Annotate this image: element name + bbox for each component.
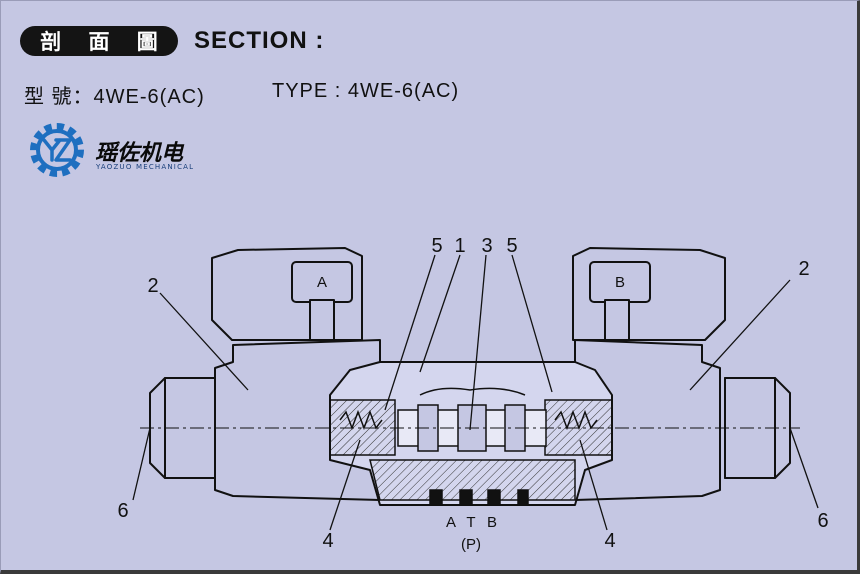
callout-2-right: 2 — [798, 258, 809, 280]
model-label-en: TYPE : 4WE-6(AC) — [272, 80, 460, 102]
brand-subtitle: YAOZUO MECHANICAL — [96, 163, 195, 171]
brand-name: 瑶佐机电 — [95, 141, 184, 166]
callout-1: 1 — [454, 235, 465, 257]
port-b: B — [487, 514, 497, 531]
callout-4-left: 4 — [322, 530, 333, 552]
callout-2-left: 2 — [147, 275, 158, 297]
callout-6-left: 6 — [117, 500, 128, 522]
section-badge-label: 剖 面 圖 — [40, 30, 168, 54]
model-label-cn: 型 號：4WE-6(AC) — [24, 86, 205, 108]
callout-5-left: 5 — [431, 235, 442, 257]
coil-label-a: A — [317, 274, 327, 291]
coil-label-b: B — [615, 274, 625, 291]
callout-4-right: 4 — [604, 530, 615, 552]
gear-yz-logo-icon — [30, 123, 84, 177]
callout-5-right: 5 — [506, 235, 517, 257]
port-a: A — [446, 514, 456, 531]
section-title: SECTION : — [194, 27, 325, 54]
port-p: (P) — [461, 536, 481, 553]
callout-6-right: 6 — [817, 510, 828, 532]
port-t: T — [466, 514, 475, 531]
callout-3: 3 — [481, 235, 492, 257]
section-badge: 剖 面 圖 — [20, 26, 178, 56]
